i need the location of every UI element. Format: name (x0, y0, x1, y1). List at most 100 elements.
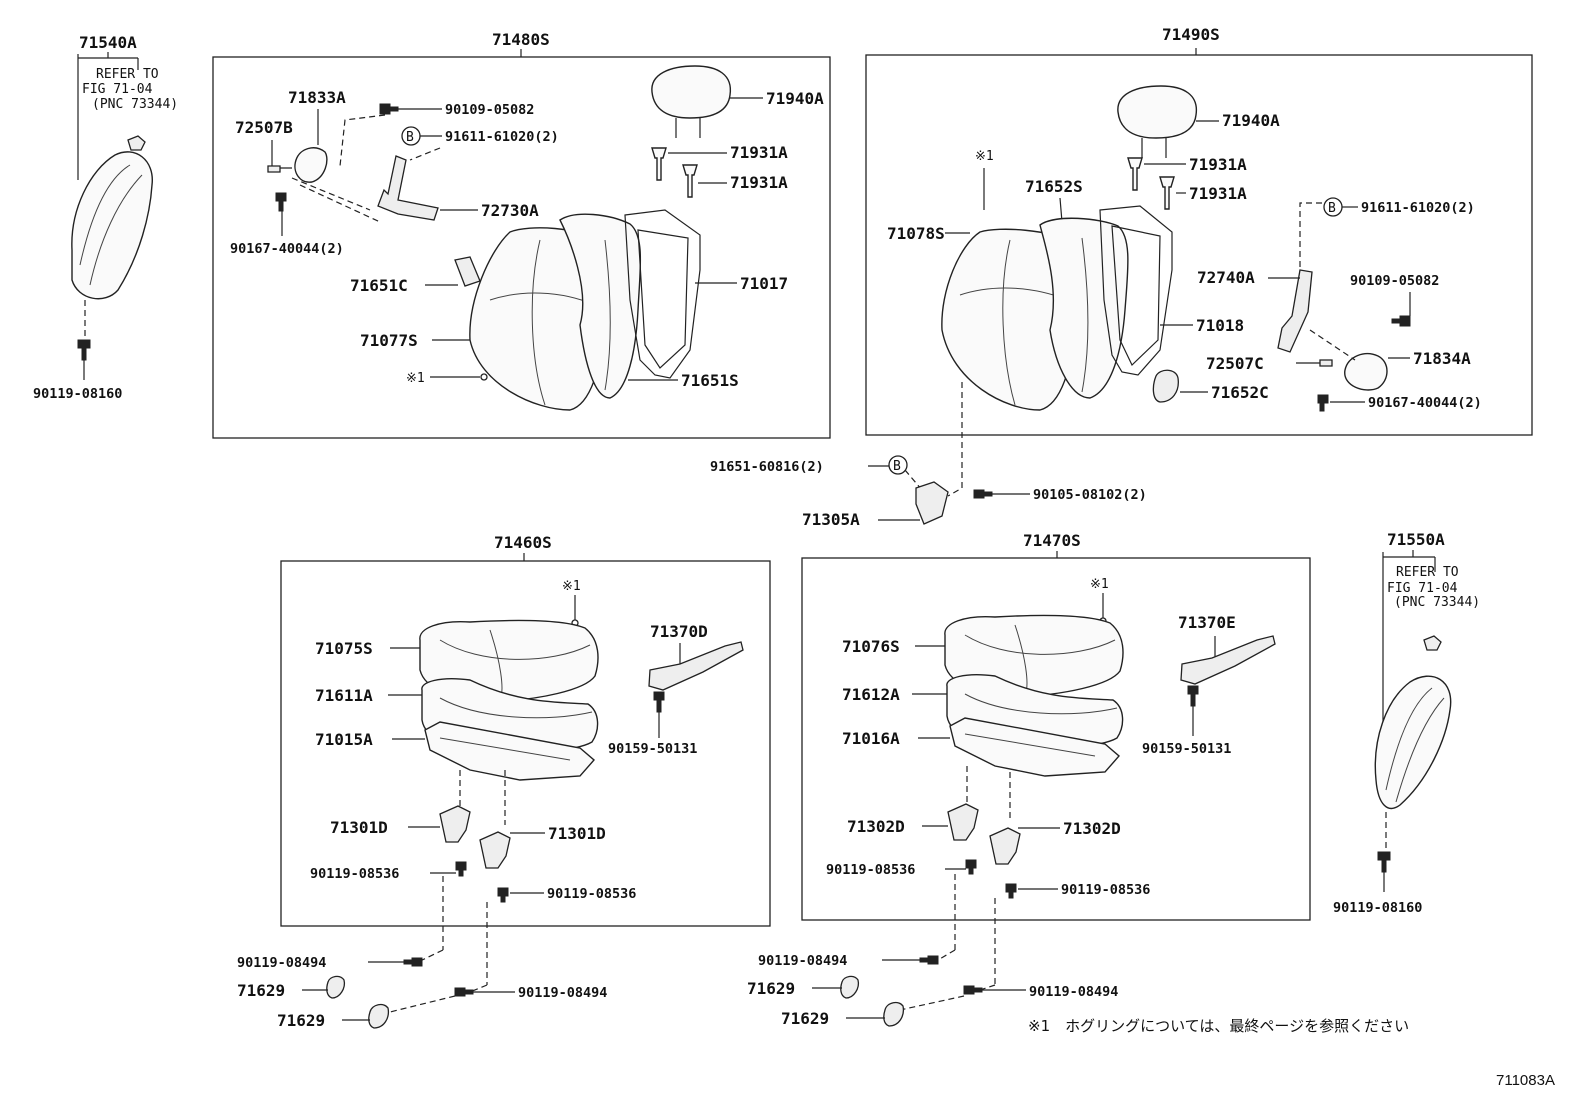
label-90159-50131-a: 90159-50131 (608, 741, 697, 757)
label-71301d-a: 71301D (330, 818, 388, 837)
label-71076s: 71076S (842, 637, 900, 656)
label-90119-08494-a: 90119-08494 (237, 955, 326, 971)
label-71931a-b2: 71931A (1189, 184, 1247, 203)
label-71490s: 71490S (1162, 25, 1220, 44)
label-71931a-b1: 71931A (1189, 155, 1247, 174)
label-90119-08536-d: 90119-08536 (1061, 882, 1150, 898)
label-90119-08536-a: 90119-08536 (310, 866, 399, 882)
label-90119-08536-b: 90119-08536 (547, 886, 636, 902)
refer-text-2: REFER TO (1396, 565, 1459, 580)
pad-71652c (1152, 369, 1179, 403)
strap-71370d (648, 641, 744, 691)
label-71611a: 71611A (315, 686, 373, 705)
label-91611-61020-b: 91611-61020(2) (1361, 200, 1475, 216)
marker-b-2-text: B (1328, 201, 1336, 216)
label-71612a: 71612A (842, 685, 900, 704)
bolt-90159-50131-b (1187, 685, 1199, 707)
armrest-right (1374, 675, 1452, 810)
box-71470s (801, 557, 1311, 921)
label-71833a: 71833A (288, 88, 346, 107)
label-72740a: 72740A (1197, 268, 1255, 287)
label-90119-08160-a: 90119-08160 (33, 386, 122, 402)
label-71550a: 71550A (1387, 530, 1445, 549)
strap-71370e (1180, 635, 1276, 685)
bolt-72507c (1319, 359, 1333, 367)
hinge-71302d-a (947, 803, 979, 841)
seat-frame-71015a (424, 721, 595, 781)
hinge-71301d-a (439, 805, 471, 843)
marker-b-3 (888, 455, 908, 475)
bolt-72507b (267, 165, 281, 173)
armrest-clip-left (127, 135, 146, 151)
knob-71629-b (368, 1003, 390, 1029)
label-71075s: 71075S (315, 639, 373, 658)
bolt-90167-40044-a (275, 192, 287, 212)
label-71629-a: 71629 (237, 981, 285, 1000)
recliner-cover-71834a (1344, 352, 1388, 391)
label-71652s: 71652S (1025, 177, 1083, 196)
bolt-90159-50131-a (653, 691, 665, 713)
bolt-90119-08494-b (454, 987, 474, 997)
label-71017: 71017 (740, 274, 788, 293)
label-71370d: 71370D (650, 622, 708, 641)
label-90119-08536-c: 90119-08536 (826, 862, 915, 878)
seatback-pad-71652s (1039, 217, 1129, 399)
label-71302d-a: 71302D (847, 817, 905, 836)
label-71015a: 71015A (315, 730, 373, 749)
label-71301d-b: 71301D (548, 824, 606, 843)
label-71016a: 71016A (842, 729, 900, 748)
label-72730a: 72730A (481, 201, 539, 220)
headrest-b (1117, 85, 1198, 139)
knob-71629-d (883, 1001, 905, 1027)
label-71651s: 71651S (681, 371, 739, 390)
label-90119-08494-b: 90119-08494 (518, 985, 607, 1001)
bolt-90119-08494-d (963, 985, 983, 995)
label-71931a-a1: 71931A (730, 143, 788, 162)
knob-71629-a (326, 975, 346, 999)
bolt-90109-05082-a (379, 103, 399, 115)
label-71305a: 71305A (802, 510, 860, 529)
bolt-90119-08536-c (965, 859, 977, 875)
label-72507c: 72507C (1206, 354, 1264, 373)
seat-frame-71016a (949, 717, 1120, 777)
bolt-90119-08536-d (1005, 883, 1017, 899)
label-71629-d: 71629 (781, 1009, 829, 1028)
headrest-a (651, 65, 732, 119)
refer-text-1c: (PNC 73344) (92, 97, 178, 112)
pad-71651c (454, 256, 481, 287)
knob-71629-c (840, 975, 860, 999)
star1-d: ※1 (1090, 577, 1109, 592)
label-71629-b: 71629 (277, 1011, 325, 1030)
refer-text-2b: FIG 71-04 (1387, 581, 1458, 596)
label-90109-05082-b: 90109-05082 (1350, 273, 1439, 289)
bolt-90105-08102 (973, 489, 993, 499)
figure-id: 711083A (1496, 1072, 1555, 1089)
box-71490s (865, 54, 1533, 436)
bolt-90119-08536-a (455, 861, 467, 877)
label-90167-40044-b: 90167-40044(2) (1368, 395, 1482, 411)
headrest-support-a1 (651, 147, 667, 181)
bolt-90109-05082-b (1391, 315, 1411, 327)
label-90109-05082-a: 90109-05082 (445, 102, 534, 118)
hinge-72740a (1277, 269, 1313, 353)
label-71077s: 71077S (360, 331, 418, 350)
label-90119-08494-d: 90119-08494 (1029, 984, 1118, 1000)
label-71940a-b: 71940A (1222, 111, 1280, 130)
marker-b-3-text: B (893, 459, 901, 474)
label-90167-40044-a: 90167-40044(2) (230, 241, 344, 257)
refer-text-1b: FIG 71-04 (82, 82, 153, 97)
label-71931a-a2: 71931A (730, 173, 788, 192)
refer-text-2c: (PNC 73344) (1394, 595, 1480, 610)
star1-a: ※1 (406, 371, 425, 386)
headrest-support-b2 (1159, 176, 1175, 210)
bolt-90119-08536-b (497, 887, 509, 903)
label-71470s: 71470S (1023, 531, 1081, 550)
armrest-left (71, 151, 153, 300)
label-72507b: 72507B (235, 118, 293, 137)
label-71940a-a: 71940A (766, 89, 824, 108)
armrest-clip-right (1423, 635, 1442, 651)
label-90105-08102: 90105-08102(2) (1033, 487, 1147, 503)
box-71460s (280, 560, 771, 927)
label-71834a: 71834A (1413, 349, 1471, 368)
